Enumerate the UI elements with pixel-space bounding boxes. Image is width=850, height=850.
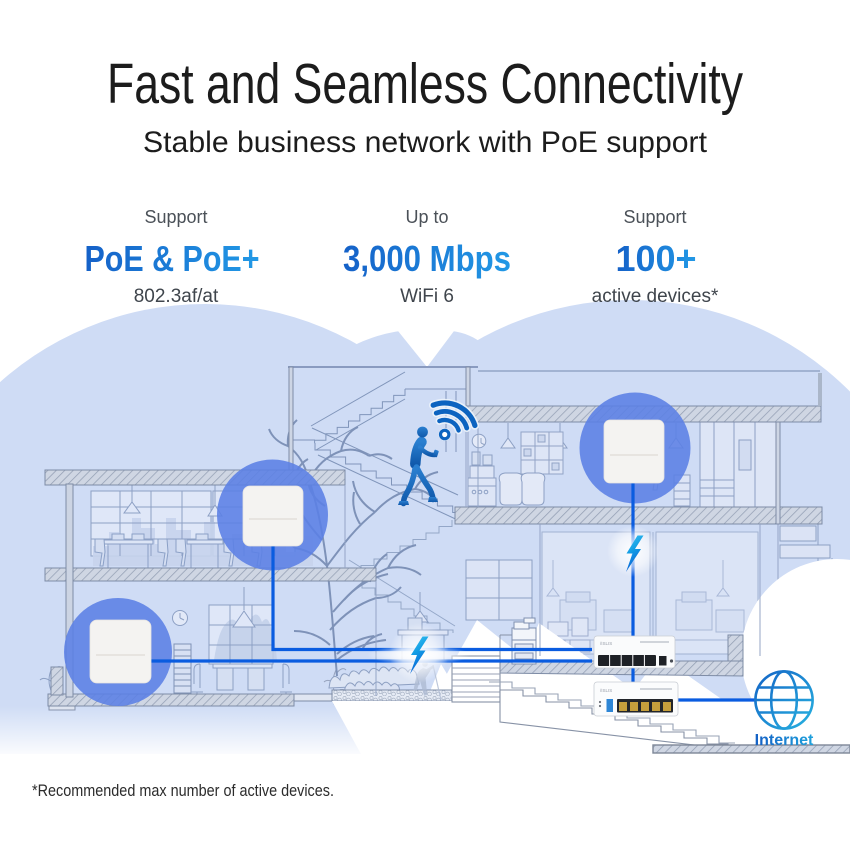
svg-text:Support: Support [144,207,207,227]
svg-text:/ISLIS: /ISLIS [600,688,612,693]
svg-text:/ISLIS: /ISLIS [600,641,612,646]
svg-text:Stable business network with P: Stable business network with PoE support [143,126,708,159]
svg-text:PoE & PoE+: PoE & PoE+ [85,238,260,279]
svg-text:active devices*: active devices* [592,286,719,307]
svg-text:WiFi 6: WiFi 6 [400,286,454,307]
svg-text:3,000 Mbps: 3,000 Mbps [343,238,511,279]
svg-text:100+: 100+ [615,238,696,279]
svg-text:*Recommended max number of act: *Recommended max number of active device… [32,781,334,800]
svg-text:802.3af/at: 802.3af/at [134,286,219,307]
svg-text:Up to: Up to [405,207,448,227]
svg-text:Internet: Internet [755,732,814,749]
svg-text:Fast and Seamless Connectivity: Fast and Seamless Connectivity [107,52,743,116]
svg-text:Support: Support [623,207,686,227]
